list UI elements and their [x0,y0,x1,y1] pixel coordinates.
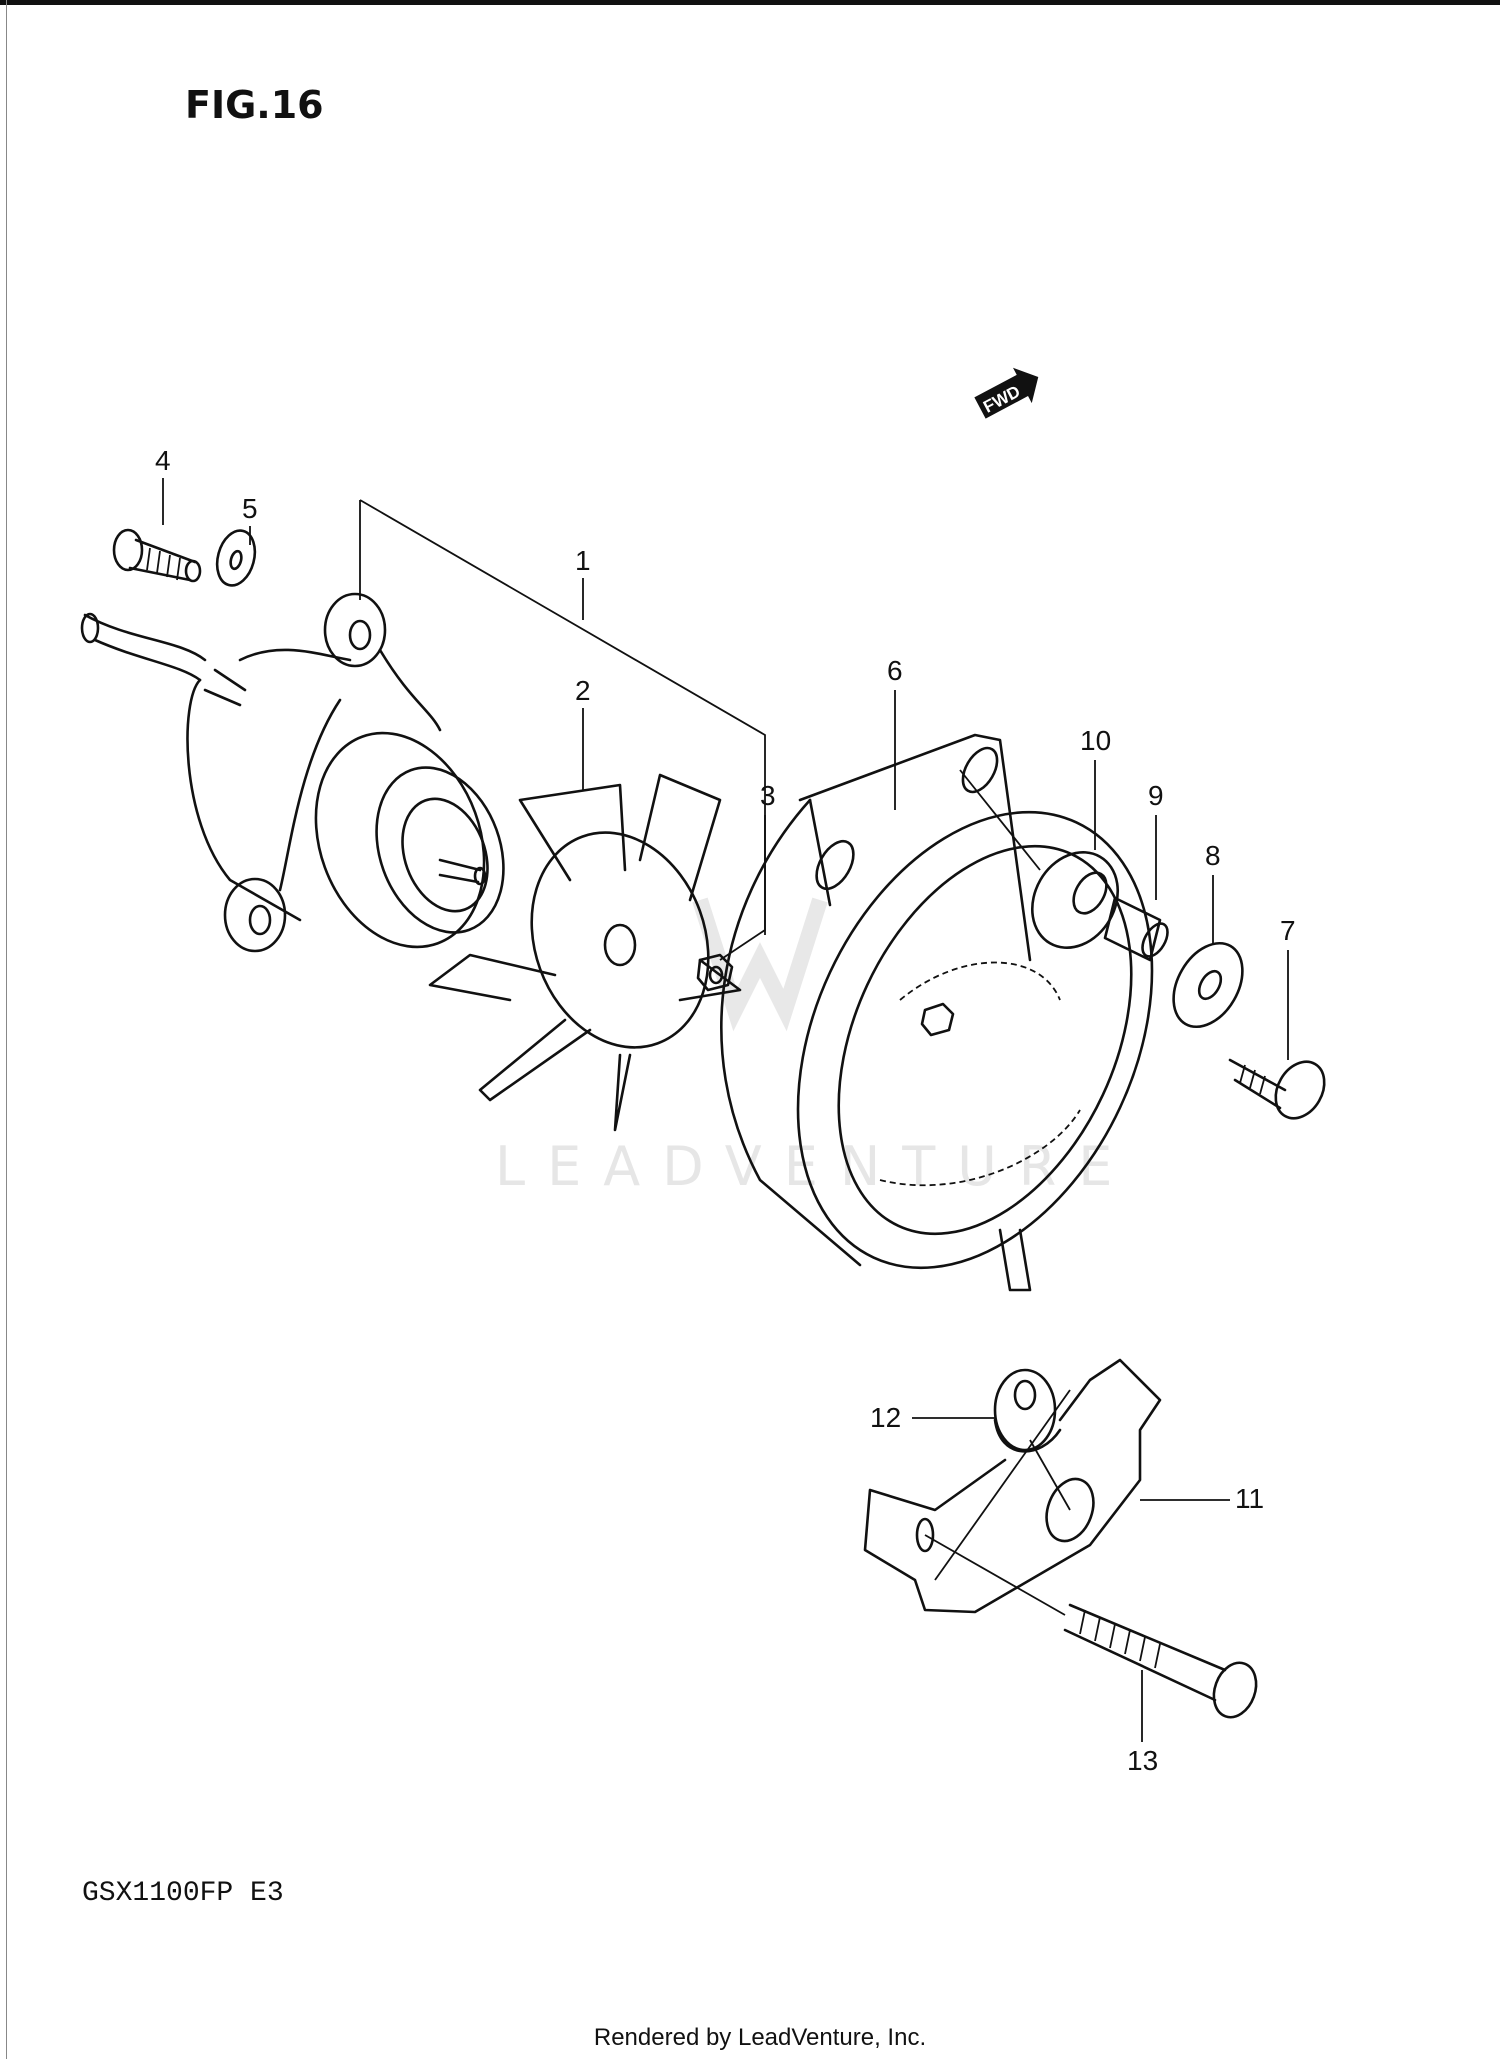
figure-title: FIG.16 [185,83,324,127]
top-border [0,0,1500,5]
callout-7: 7 [1280,915,1296,946]
callout-2: 2 [575,675,591,706]
part-1-fan-motor [80,592,505,953]
callout-9: 9 [1148,780,1164,811]
part-7-screw [1228,1058,1326,1120]
footer-credit: Rendered by LeadVenture, Inc. [594,2024,926,2051]
callout-3: 3 [760,780,776,811]
callout-13: 13 [1127,1745,1158,1776]
callout-labels: 4 5 1 2 3 6 10 9 8 7 12 11 13 [155,445,1296,1776]
model-code: GSX1100FP E3 [82,1878,284,1909]
left-border [6,0,7,2059]
forward-arrow-icon: FWD [974,367,1039,419]
callout-10: 10 [1080,725,1111,756]
callout-4: 4 [155,445,171,476]
part-11-bracket [863,1358,1162,1614]
part-4-bolt [112,528,202,583]
part-12-cushion [993,1368,1062,1453]
part-3-nut [696,953,734,992]
part-6-fan-shroud [720,733,1154,1292]
part-5-washer [215,529,257,587]
callout-1: 1 [575,545,591,576]
callout-11: 11 [1235,1483,1264,1514]
part-9-collar [1103,896,1169,962]
watermark-text: LEADVENTURE [495,1135,1134,1198]
callout-8: 8 [1205,840,1221,871]
watermark-logo: LEADVENTURE [495,897,1134,1198]
part-10-grommet [959,769,1120,949]
part-2-fan [428,773,742,1132]
callout-5: 5 [242,493,258,524]
part-8-washer [1172,941,1244,1029]
callout-12: 12 [870,1402,901,1433]
callout-6: 6 [887,655,903,686]
part-13-bolt [924,1534,1258,1719]
